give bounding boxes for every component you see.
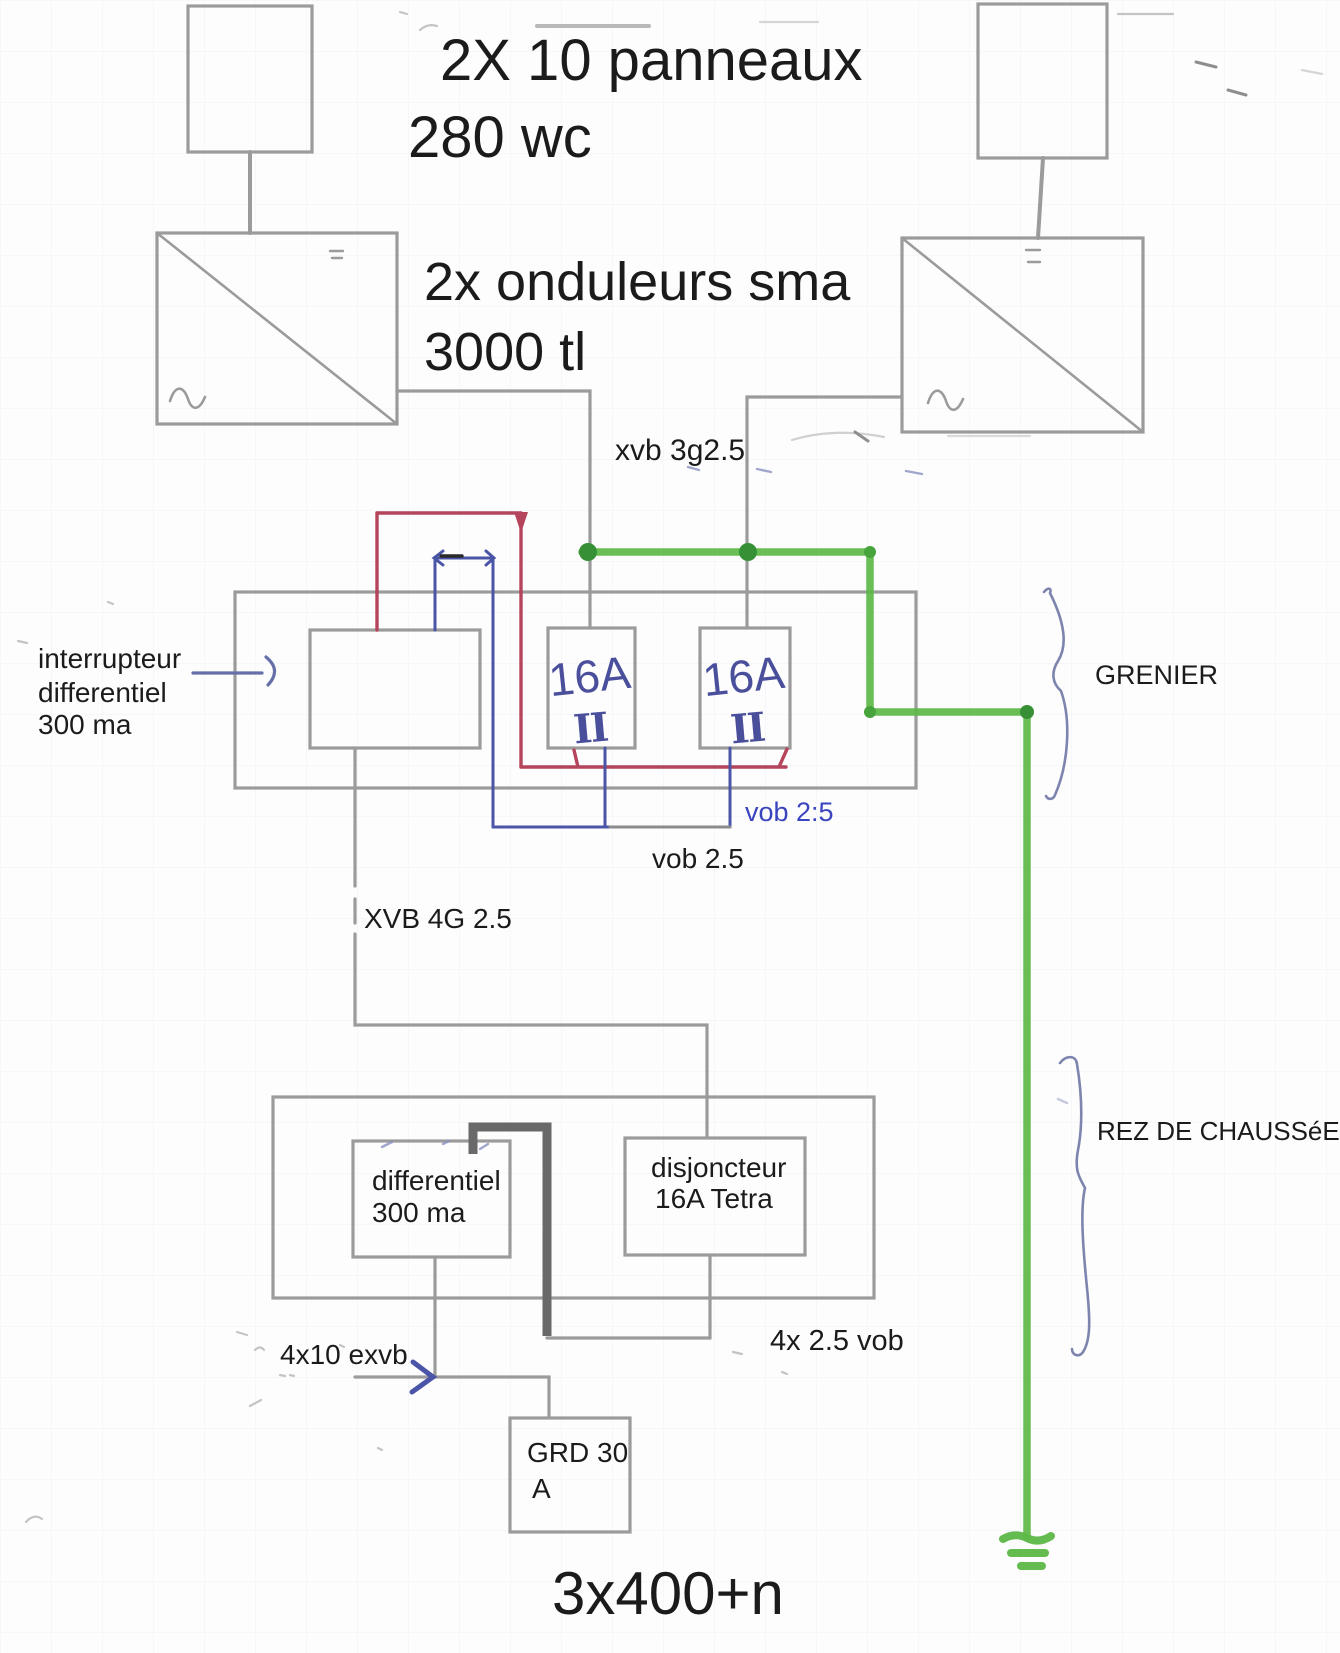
label-main-switch-3: 300 ma xyxy=(38,709,132,740)
breaker-right-rating: 16A xyxy=(700,646,787,706)
grd-meter-box xyxy=(508,1416,632,1534)
label-tetra-1: disjoncteur xyxy=(651,1152,786,1183)
label-main-switch-2: differentiel xyxy=(38,677,167,708)
label-cable-top: xvb 3g2.5 xyxy=(615,434,745,467)
main-switch-box xyxy=(308,628,482,750)
vent-scribble-icon xyxy=(1024,248,1042,264)
breaker-16a-left-box xyxy=(546,626,637,750)
breaker-left-poles: II xyxy=(571,704,609,754)
service-arrowhead-icon xyxy=(409,1359,438,1395)
pencil-smudges xyxy=(16,10,1324,1524)
red-phase-wiring xyxy=(375,511,789,769)
label-cable-service: 4x10 exvb xyxy=(280,1339,408,1370)
title-inverters: 2x onduleurs sma xyxy=(424,252,851,312)
breaker-16a-right-box xyxy=(698,626,792,750)
label-cable-riser: XVB 4G 2.5 xyxy=(364,903,512,934)
inverter-left xyxy=(155,231,399,426)
earth-junction-dot xyxy=(579,543,597,561)
title-inverters-model: 3000 tl xyxy=(424,322,586,382)
title-panels: 2X 10 panneaux xyxy=(440,28,862,93)
curved-arrowhead-icon xyxy=(264,655,277,687)
label-zone-attic: GRENIER xyxy=(1095,660,1218,690)
label-grd-meter-1: GRD 30 xyxy=(527,1437,628,1468)
attic-enclosure xyxy=(233,590,918,790)
rcd-box xyxy=(351,1139,512,1259)
inverter-right xyxy=(900,236,1145,434)
label-cable-attic-blue: vob 2:5 xyxy=(745,797,834,827)
label-grd-meter-2: A xyxy=(532,1473,551,1504)
earth-junction-dot xyxy=(739,543,757,561)
dc-cable-right xyxy=(1036,156,1045,240)
attic-zone-brace xyxy=(1042,587,1069,801)
earth-corner-dot xyxy=(1020,705,1034,719)
sine-wave-icon xyxy=(926,389,965,412)
breaker-left-rating: 16A xyxy=(546,646,633,706)
label-zone-ground-floor: REZ DE CHAUSSéE xyxy=(1097,1116,1340,1146)
blue-neutral-wiring xyxy=(431,549,732,829)
ground-symbol xyxy=(999,1531,1055,1570)
label-main-switch-1: interrupteur xyxy=(38,643,181,674)
tetra-breaker-box xyxy=(623,1136,807,1257)
label-rcd-1: differentiel xyxy=(372,1165,501,1196)
earth-conductor xyxy=(578,543,1055,1570)
red-arrowhead-icon xyxy=(514,512,528,533)
label-cable-attic-black: vob 2.5 xyxy=(652,843,744,874)
label-tetra-2: 16A Tetra xyxy=(655,1183,773,1214)
ground-floor-enclosure xyxy=(271,1095,876,1300)
label-cable-ground-floor: 4x 2.5 vob xyxy=(770,1325,904,1357)
main-switch-pointer xyxy=(191,655,277,687)
vent-scribble-icon xyxy=(328,249,345,260)
service-entry-wire xyxy=(353,1375,551,1420)
ground-floor-zone-brace xyxy=(1058,1055,1091,1357)
earth-corner-dot xyxy=(864,706,876,718)
earth-corner-dot xyxy=(864,546,876,558)
title-supply: 3x400+n xyxy=(552,1560,784,1627)
title-panels-power: 280 wc xyxy=(408,105,592,170)
sine-wave-icon xyxy=(168,387,207,410)
riser-cable xyxy=(353,746,709,1140)
label-rcd-2: 300 ma xyxy=(372,1197,466,1228)
breaker-right-poles: II xyxy=(728,704,766,754)
blue-pen-smudges xyxy=(380,465,1069,1151)
marker-link-line xyxy=(468,1122,552,1336)
